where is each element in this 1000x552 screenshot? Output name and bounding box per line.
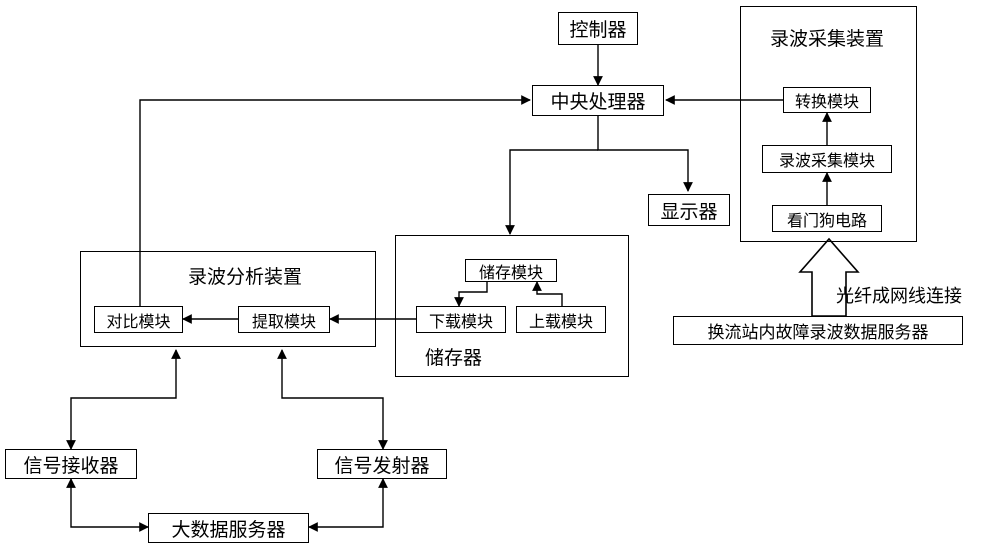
compare-to-cpu-arrow: [139, 95, 531, 306]
analysis-device-group: [80, 251, 376, 347]
signal-receiver-box: 信号接收器: [5, 449, 137, 479]
controller-box: 控制器: [558, 12, 638, 45]
collect-module-box: 录波采集模块: [762, 145, 892, 173]
acquisition-device-title: 录波采集装置: [770, 28, 885, 50]
download-module-box: 下载模块: [416, 306, 506, 333]
convert-module-box: 转换模块: [783, 87, 871, 113]
signal-transmitter-box: 信号发射器: [317, 449, 447, 479]
station-to-acquisition-hollow-arrow: [798, 237, 860, 317]
fiber-connection-label: 光纤成网线连接: [836, 286, 962, 307]
cpu-to-display-arrow: [597, 116, 693, 192]
station-fault-recorder-server-box: 换流站内故障录波数据服务器: [673, 316, 963, 345]
cpu-box: 中央处理器: [532, 85, 664, 116]
storage-group: [395, 235, 629, 377]
upload-to-store-arrow: [532, 281, 563, 306]
transmitter-bigdata-link: [308, 478, 388, 532]
store-module-box: 储存模块: [465, 259, 557, 282]
upload-module-box: 上载模块: [516, 306, 606, 333]
acquisition-device-group: [740, 6, 917, 242]
cpu-to-storage-arrow: [505, 149, 598, 235]
compare-module-box: 对比模块: [94, 306, 183, 333]
display-box: 显示器: [648, 194, 730, 226]
big-data-server-box: 大数据服务器: [148, 513, 309, 543]
extract-module-box: 提取模块: [238, 306, 330, 333]
watchdog-circuit-box: 看门狗电路: [772, 205, 882, 232]
analysis-transmitter-link: [277, 349, 388, 450]
analysis-device-title: 录波分析装置: [188, 266, 303, 288]
store-to-download-arrow: [454, 282, 488, 307]
receiver-bigdata-link: [66, 478, 149, 532]
storage-title: 储存器: [425, 347, 483, 369]
analysis-receiver-link: [66, 349, 181, 450]
